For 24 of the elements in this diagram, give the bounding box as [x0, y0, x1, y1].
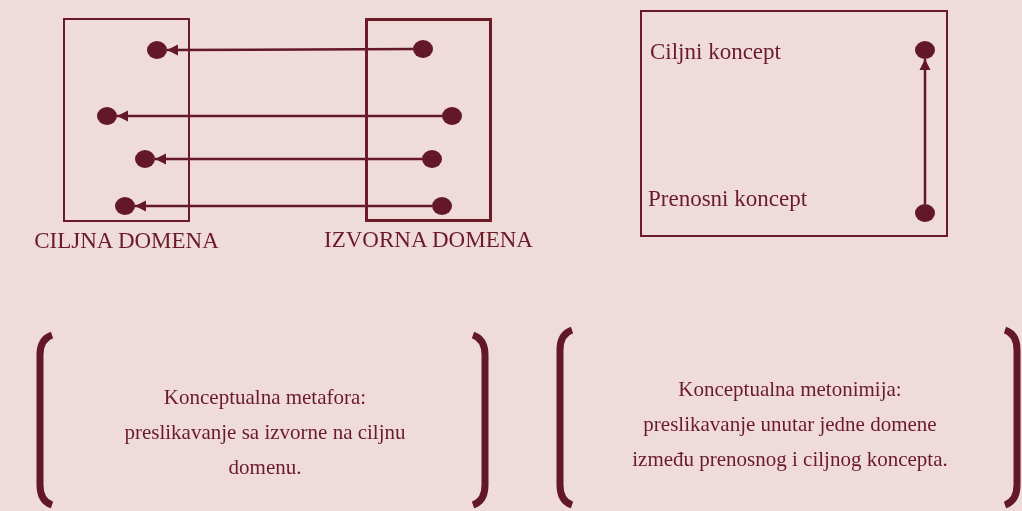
domain-label: IZVORNA DOMENA: [324, 227, 533, 253]
concept-dot: [97, 107, 117, 125]
domain-label: CILJNA DOMENA: [34, 228, 219, 254]
frame-box: [640, 10, 948, 237]
arrow: [135, 200, 432, 212]
concept-dot: [442, 107, 462, 125]
arrow: [919, 59, 931, 204]
concept-dot: [915, 41, 935, 59]
concept-dot: [147, 41, 167, 59]
concept-dot: [115, 197, 135, 215]
concept-dot: [432, 197, 452, 215]
description-heading: Konceptualna metafora:: [162, 384, 368, 411]
concept-dot: [422, 150, 442, 168]
arrow: [117, 110, 442, 122]
concept-label: Ciljni koncept: [650, 40, 781, 63]
arrow: [167, 44, 413, 56]
description-text: preslikavanje sa izvorne na ciljnu domenu.: [123, 419, 407, 481]
concept-dot: [915, 204, 935, 222]
concept-dot: [413, 40, 433, 58]
concept-label: Prenosni koncept: [648, 187, 808, 210]
description-text: preslikavanje unutar jedne domene između prenosnog i ciljnog koncepta.: [631, 411, 949, 473]
arrow: [155, 153, 422, 165]
concept-dot: [135, 150, 155, 168]
description-heading: Konceptualna metonimija:: [677, 376, 903, 403]
